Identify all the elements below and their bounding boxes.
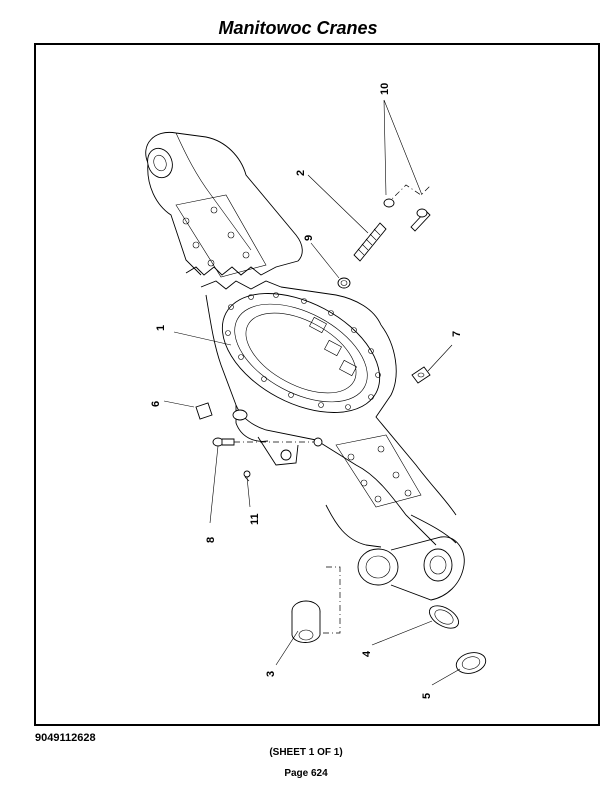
callout-8: 8 bbox=[205, 537, 217, 543]
callout-11: 11 bbox=[249, 513, 261, 525]
callout-5: 5 bbox=[421, 693, 433, 699]
callout-4: 4 bbox=[361, 650, 373, 657]
callout-10: 10 bbox=[379, 83, 391, 95]
bushing-item-4 bbox=[428, 605, 460, 629]
leader-lines bbox=[163, 99, 461, 686]
callout-6: 6 bbox=[150, 401, 162, 407]
drawing-frame: 1 2 3 4 5 6 7 8 9 10 11 bbox=[34, 43, 600, 726]
callout-9: 9 bbox=[303, 235, 315, 241]
plug-item-6 bbox=[195, 402, 213, 420]
axle-housing bbox=[145, 131, 465, 601]
exploded-view-drawing: 1 2 3 4 5 6 7 8 9 10 11 bbox=[145, 83, 487, 699]
seal-item-5 bbox=[455, 652, 487, 674]
bolt-item-8 bbox=[212, 437, 323, 447]
callout-3: 3 bbox=[265, 671, 277, 677]
callout-labels: 1 2 3 4 5 6 7 8 9 10 11 bbox=[150, 83, 463, 699]
callout-7: 7 bbox=[451, 331, 463, 337]
capscrews-item-10 bbox=[383, 184, 432, 232]
document-number: 9049112628 bbox=[35, 732, 96, 744]
stud-item-2 bbox=[353, 222, 387, 262]
page-number: Page 624 bbox=[284, 768, 328, 779]
fitting-item-7 bbox=[411, 366, 431, 384]
nut-item-9 bbox=[337, 277, 351, 289]
page-title: Manitowoc Cranes bbox=[218, 18, 378, 38]
sheet-indicator: (SHEET 1 OF 1) bbox=[269, 747, 343, 758]
callout-1: 1 bbox=[155, 325, 167, 331]
callout-2: 2 bbox=[295, 170, 307, 176]
bushing-item-3 bbox=[291, 566, 341, 643]
